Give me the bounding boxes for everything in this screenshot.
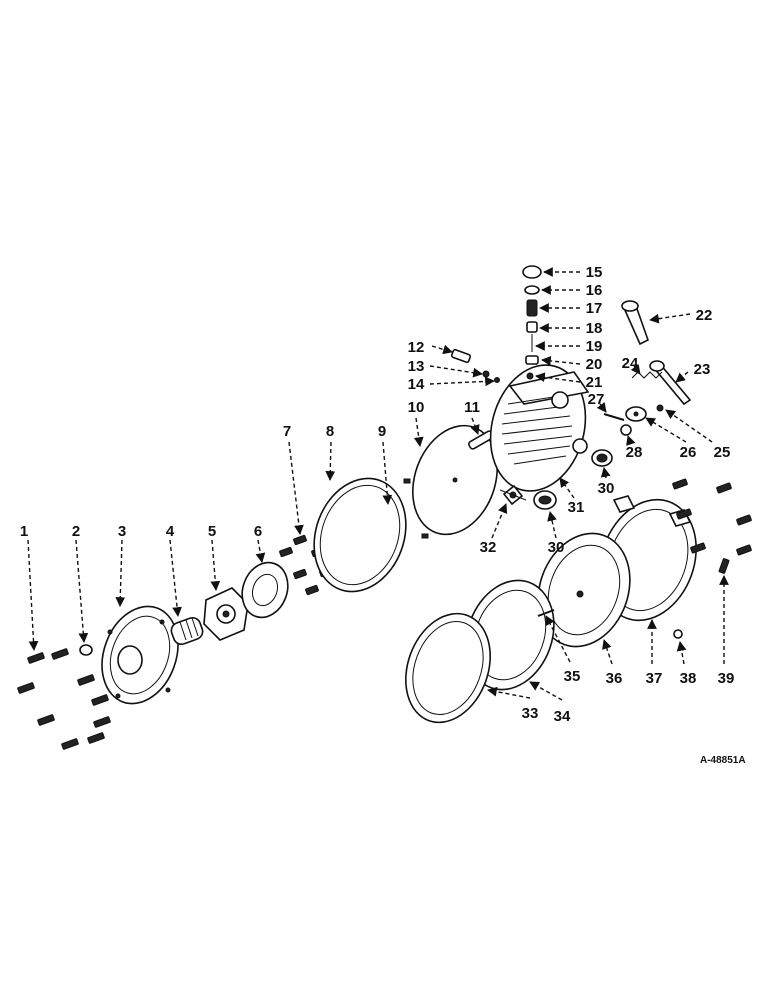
callout-17: 17	[586, 300, 603, 317]
callout-labels: 1 2 3 4 5 6 7 8 9 10 11 12 13 14 15 16 1…	[20, 264, 735, 725]
callout-9: 9	[378, 423, 386, 440]
callout-38: 38	[680, 670, 697, 687]
bolts-left-cluster	[17, 648, 111, 750]
pin-part-27	[603, 413, 625, 421]
callout-12: 12	[408, 339, 425, 356]
callout-16: 16	[586, 282, 603, 299]
callout-27: 27	[588, 391, 605, 408]
callout-13: 13	[408, 358, 425, 375]
valve-stack-parts-15-21	[522, 265, 542, 380]
callout-33: 33	[522, 705, 539, 722]
callout-5: 5	[208, 523, 216, 540]
callout-24: 24	[622, 355, 639, 372]
callout-37: 37	[646, 670, 663, 687]
ring-part-6	[241, 561, 289, 619]
fitting-part-30-lower	[533, 490, 557, 510]
callout-14: 14	[408, 376, 425, 393]
callout-20: 20	[586, 356, 603, 373]
pin-part-35	[537, 609, 555, 617]
lever-part-22	[621, 300, 649, 346]
callout-15: 15	[586, 264, 603, 281]
diaphragm-part-36	[537, 532, 631, 648]
callout-30-upper: 30	[598, 480, 615, 497]
callout-22: 22	[696, 307, 713, 324]
callout-36: 36	[606, 670, 623, 687]
gasket-part-8	[313, 477, 407, 593]
spring-plunger-part-4	[170, 616, 204, 646]
callout-11: 11	[464, 399, 480, 416]
pin-part-9	[403, 478, 411, 484]
pump-body-part-31	[489, 364, 590, 492]
figure-code: A-48851A	[700, 755, 746, 766]
callout-31: 31	[568, 499, 585, 516]
callout-18: 18	[586, 320, 603, 337]
callout-3: 3	[118, 523, 126, 540]
plate-part-5	[203, 587, 249, 641]
callout-4: 4	[166, 523, 175, 540]
bracket-part-26	[625, 406, 647, 422]
bolts-right-cluster	[672, 478, 752, 574]
washer-part-28	[620, 424, 632, 436]
lever-part-23	[649, 360, 692, 406]
callout-1: 1	[20, 523, 28, 540]
screw-parts-12-14	[450, 348, 500, 383]
callout-7: 7	[283, 423, 291, 440]
pin-part-25	[656, 404, 664, 412]
callout-35: 35	[564, 668, 581, 685]
callout-39: 39	[718, 670, 735, 687]
cover-housing-part-3	[101, 605, 179, 705]
gasket-part-33	[405, 612, 491, 724]
nut-part-38	[673, 629, 683, 639]
callout-19: 19	[586, 338, 603, 355]
callout-6: 6	[254, 523, 262, 540]
callout-26: 26	[680, 444, 697, 461]
valve-part-32	[499, 484, 527, 506]
callout-32: 32	[480, 539, 497, 556]
pin-near-9	[421, 533, 429, 539]
part-drawings	[17, 265, 752, 750]
callout-28: 28	[626, 444, 643, 461]
callout-25: 25	[714, 444, 731, 461]
callout-34: 34	[554, 708, 571, 725]
callout-10: 10	[408, 399, 425, 416]
plug-part-2	[79, 644, 93, 656]
callout-30-lower: 30	[548, 539, 565, 556]
leader-lines	[27, 267, 729, 701]
fitting-part-30-upper	[591, 449, 613, 467]
callout-2: 2	[72, 523, 80, 540]
callout-8: 8	[326, 423, 334, 440]
callout-23: 23	[694, 361, 711, 378]
callout-21: 21	[586, 374, 603, 391]
